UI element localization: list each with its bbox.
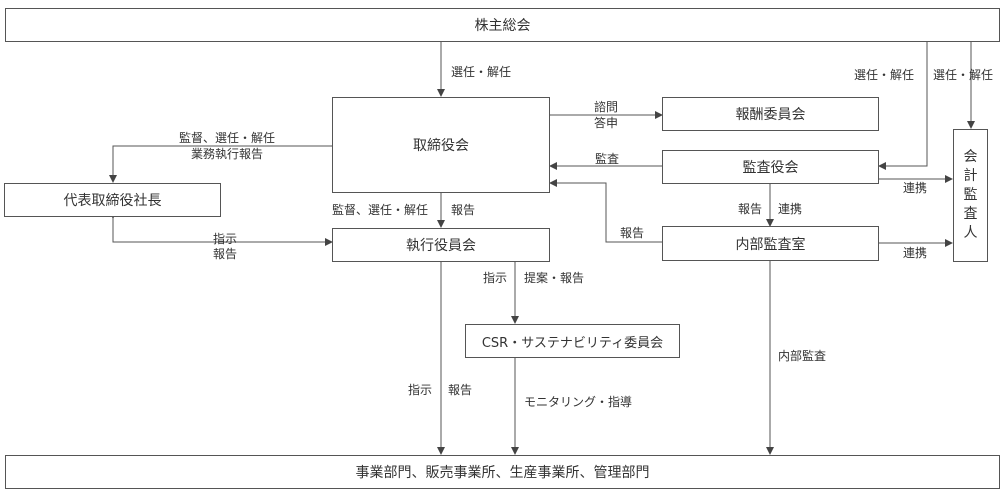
box-executive: 執行役員会 <box>332 228 550 262</box>
label-monitoring: モニタリング・指導 <box>524 395 633 409</box>
line-shareholders-auditors <box>878 42 928 170</box>
box-accounting-auditor-char-3: 監 <box>963 187 978 203</box>
label-audit: 監査 <box>595 152 620 166</box>
line-board-president <box>109 142 339 183</box>
label-internal-audit: 内部監査 <box>778 349 827 363</box>
label-consult-1: 諮問 <box>594 100 619 114</box>
box-auditors-label: 監査役会 <box>742 160 799 176</box>
label-coop-2: 連携 <box>903 246 928 260</box>
line-internal-board <box>549 179 662 243</box>
label-instruct-president-2: 報告 <box>212 247 237 261</box>
box-internal-audit-label: 内部監査室 <box>735 236 806 253</box>
box-shareholders: 株主総会 <box>5 8 1000 42</box>
box-departments-label: 事業部門、販売事業所、生産事業所、管理部門 <box>355 465 650 481</box>
label-report-dept: 報告 <box>448 383 473 397</box>
label-report-exec: 報告 <box>451 203 476 217</box>
box-president-label: 代表取締役社長 <box>63 193 162 209</box>
label-supervise-president-2: 業務執行報告 <box>190 147 263 161</box>
box-csr: CSR・サステナビリティ委員会 <box>465 324 680 358</box>
box-accounting-auditor-char-2: 計 <box>963 168 978 184</box>
box-compensation: 報酬委員会 <box>662 97 879 131</box>
label-propose-csr: 提案・報告 <box>524 271 585 285</box>
box-board: 取締役会 <box>332 97 550 193</box>
box-internal-audit: 内部監査室 <box>662 226 879 261</box>
box-departments: 事業部門、販売事業所、生産事業所、管理部門 <box>5 455 1000 489</box>
box-shareholders-label: 株主総会 <box>474 18 531 34</box>
label-elect-board: 選任・解任 <box>451 65 512 79</box>
label-instruct-president-1: 指示 <box>212 232 237 246</box>
box-accounting-auditor: 会 計 監 査 人 <box>953 129 988 262</box>
box-csr-label: CSR・サステナビリティ委員会 <box>481 335 664 351</box>
label-coop-1: 連携 <box>903 181 928 195</box>
label-supervise-president-1: 監督、選任・解任 <box>178 131 275 145</box>
label-instruct-dept: 指示 <box>408 383 433 397</box>
box-accounting-auditor-char-4: 査 <box>963 206 978 222</box>
box-board-label: 取締役会 <box>413 138 469 154</box>
label-coop-auditors: 連携 <box>778 202 803 216</box>
label-supervise-exec: 監督、選任・解任 <box>332 203 429 217</box>
label-elect-auditors: 選任・解任 <box>854 68 915 82</box>
label-consult-2: 答申 <box>594 116 619 130</box>
label-elect-accounting: 選任・解任 <box>933 68 994 82</box>
box-president: 代表取締役社長 <box>4 183 221 217</box>
line-president-executive <box>109 211 333 246</box>
box-accounting-auditor-char-5: 人 <box>963 225 978 241</box>
label-report-internal: 報告 <box>620 226 645 240</box>
box-compensation-label: 報酬委員会 <box>735 107 806 123</box>
box-accounting-auditor-char-1: 会 <box>963 149 978 165</box>
label-report-auditors: 報告 <box>738 202 763 216</box>
label-instruct-csr: 指示 <box>483 271 508 285</box>
box-executive-label: 執行役員会 <box>406 238 476 254</box>
box-auditors: 監査役会 <box>662 150 879 184</box>
